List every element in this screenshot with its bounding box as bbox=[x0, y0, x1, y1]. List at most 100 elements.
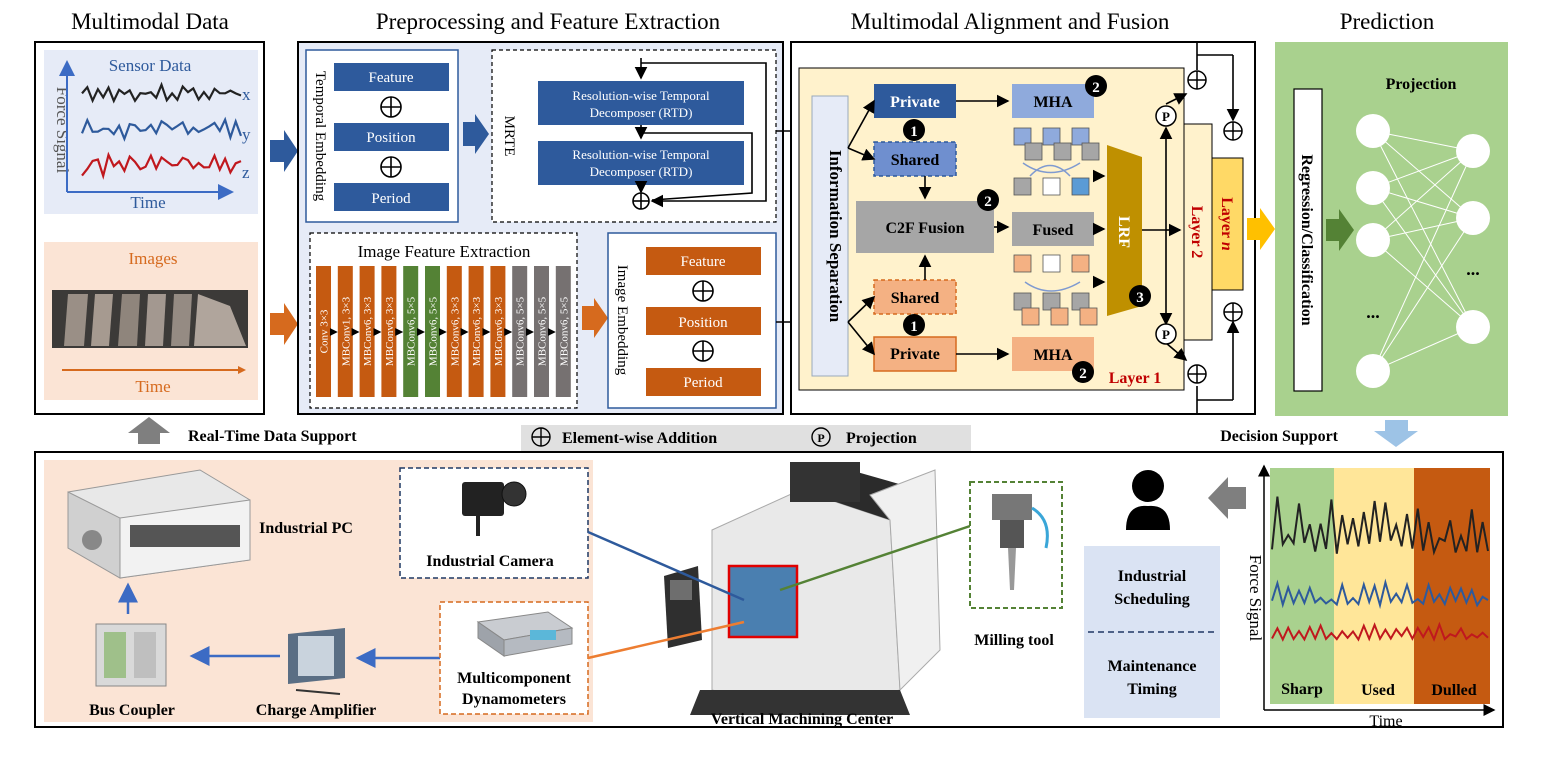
conv-layer-label: MBConv1, 3×3 bbox=[340, 296, 352, 366]
nn-node bbox=[1356, 223, 1390, 257]
mha-top-label: MHA bbox=[1033, 94, 1073, 111]
private-bottom-label: Private bbox=[890, 346, 940, 363]
dynamometers-label-1: Multicomponent bbox=[457, 670, 571, 687]
nn-edge bbox=[1372, 239, 1474, 328]
nn-edge bbox=[1372, 150, 1474, 241]
private-top-label: Private bbox=[890, 94, 940, 111]
machining-zone-box bbox=[727, 564, 799, 639]
conv-layer-block bbox=[512, 266, 528, 397]
plus-icon bbox=[692, 340, 714, 362]
conv-layer-block bbox=[446, 266, 462, 397]
sensor-signal-line bbox=[81, 81, 242, 104]
wear-signal-line bbox=[1271, 621, 1489, 642]
stage-dulled-label: Dulled bbox=[1431, 682, 1476, 699]
nn-dots-left: ... bbox=[1366, 302, 1380, 322]
mha-top bbox=[1012, 84, 1094, 118]
mrte-connectors bbox=[634, 58, 767, 208]
image-embedding-label: Image Embedding bbox=[614, 265, 630, 376]
sensor-axis-y: y bbox=[242, 125, 251, 144]
maintenance-label-1: Maintenance bbox=[1108, 658, 1197, 675]
mrte-label: MRTE bbox=[501, 116, 517, 157]
step-2-label: 2 bbox=[1079, 366, 1087, 382]
token-squares bbox=[1013, 127, 1100, 326]
image-feature-block bbox=[646, 247, 761, 275]
orange-arrow-icon bbox=[270, 303, 298, 345]
conv-layer-block bbox=[381, 266, 397, 397]
rtd-block-1 bbox=[538, 81, 744, 125]
dynamometer-link bbox=[587, 620, 745, 660]
nn-edge bbox=[1372, 187, 1474, 219]
conv-layer-block bbox=[337, 266, 353, 397]
header-prediction: Prediction bbox=[1340, 9, 1435, 34]
legend-projection-label: Projection bbox=[846, 430, 917, 447]
attention-arcs bbox=[1022, 162, 1081, 292]
step-2-label: 2 bbox=[1092, 80, 1100, 96]
conv-layer-block bbox=[534, 266, 549, 397]
image-position-block bbox=[646, 307, 761, 335]
conv-layer-label: MBConv6, 3×3 bbox=[362, 296, 374, 366]
vmc-label: Vertical Machining Center bbox=[711, 711, 893, 728]
mha-bottom-label: MHA bbox=[1033, 347, 1073, 364]
conv-layer-block bbox=[359, 266, 375, 397]
sensor-xlabel: Time bbox=[130, 193, 165, 212]
rtd-1-line1: Resolution-wise Temporal bbox=[572, 88, 710, 103]
step-1-icon bbox=[903, 119, 925, 141]
image-feature-title: Image Feature Extraction bbox=[358, 242, 531, 261]
nn-edge bbox=[1372, 130, 1474, 219]
scheduling-label-2: Scheduling bbox=[1114, 591, 1190, 608]
layer1-label: Layer 1 bbox=[1109, 370, 1162, 387]
projection-icon: P bbox=[1155, 105, 1177, 127]
machining-center-image bbox=[664, 462, 941, 715]
step-3-label: 3 bbox=[1136, 290, 1144, 306]
sensor-axis-z: z bbox=[242, 163, 250, 182]
sensor-signals bbox=[80, 81, 243, 180]
milling-tool-link bbox=[779, 520, 983, 592]
camera-link bbox=[587, 530, 745, 602]
nn-edge bbox=[1372, 217, 1474, 372]
conv-layer-label: MBConv6, 5×5 bbox=[558, 296, 570, 366]
conv-layer-label: MBConv6, 3×3 bbox=[449, 296, 461, 366]
image-feature-box bbox=[309, 232, 578, 409]
milling-tool-image bbox=[992, 494, 1049, 590]
sensor-data-title: Sensor Data bbox=[109, 56, 192, 75]
plus-icon bbox=[1223, 302, 1243, 322]
temporal-embedding-label: Temporal Embedding bbox=[312, 71, 328, 202]
dynamometers-box bbox=[439, 601, 589, 715]
neural-network bbox=[1356, 114, 1490, 388]
stage-used-label: Used bbox=[1361, 682, 1395, 699]
layer2-block bbox=[1183, 123, 1213, 341]
nn-dots-right: ... bbox=[1466, 259, 1480, 279]
conv-layer-block bbox=[490, 266, 506, 397]
plus-icon bbox=[1187, 70, 1207, 90]
plus-icon bbox=[632, 192, 650, 210]
image-feature-label: Feature bbox=[681, 254, 726, 270]
lrf-block bbox=[1107, 145, 1142, 316]
milling-tool-label: Milling tool bbox=[974, 632, 1054, 649]
sensor-ylabel: Force Signal bbox=[53, 87, 72, 174]
nn-edge bbox=[1372, 217, 1474, 241]
conv-layer-label: MBConv6, 5×5 bbox=[428, 296, 440, 366]
information-separation-label: Information Separation bbox=[826, 150, 845, 323]
industrial-camera-label: Industrial Camera bbox=[426, 553, 554, 570]
charge-amplifier-image bbox=[288, 628, 345, 695]
image-period-block bbox=[646, 368, 761, 396]
information-separation-bar bbox=[811, 95, 849, 377]
projection-title: Projection bbox=[1386, 76, 1457, 93]
conv-layer-block bbox=[468, 266, 484, 397]
user-icon bbox=[1126, 470, 1170, 530]
shared-top-label: Shared bbox=[891, 152, 940, 169]
conv-layer-label: MBConv6, 5×5 bbox=[515, 296, 527, 366]
plus-icon bbox=[380, 156, 402, 178]
regression-block bbox=[1293, 88, 1323, 392]
green-arrow-icon bbox=[1326, 209, 1354, 251]
nn-node bbox=[1456, 134, 1490, 168]
down-arrow-icon bbox=[1374, 420, 1418, 447]
temporal-position-block bbox=[334, 123, 449, 151]
header-preprocessing: Preprocessing and Feature Extraction bbox=[376, 9, 721, 34]
realtime-label: Real-Time Data Support bbox=[188, 428, 357, 445]
step-2-label: 2 bbox=[984, 194, 992, 210]
layern-label: Layer n bbox=[1218, 197, 1235, 251]
conv-layer-block bbox=[403, 266, 419, 397]
step-2-icon bbox=[1085, 75, 1107, 97]
left-arrow-icon bbox=[1208, 477, 1246, 519]
